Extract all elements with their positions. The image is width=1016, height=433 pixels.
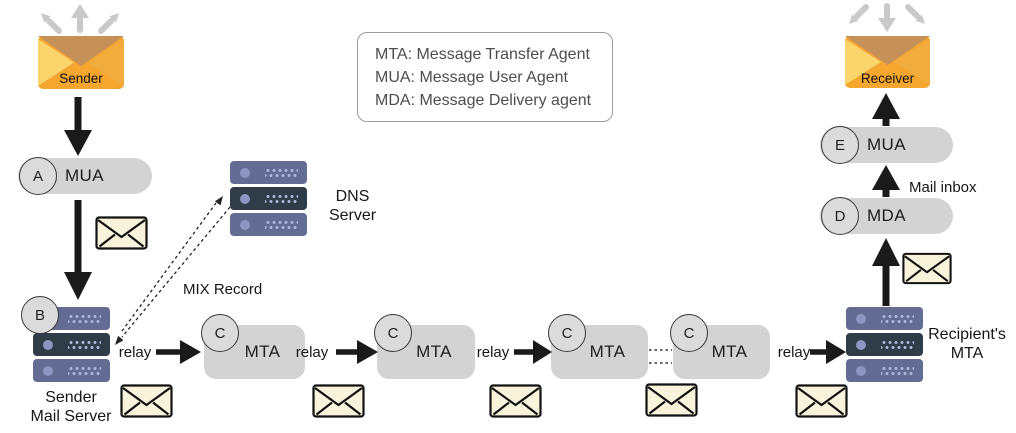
legend-box: MTA: Message Transfer Agent MUA: Message… [357,32,613,122]
mail-envelope-icon [489,384,542,423]
server-unit [846,359,923,382]
server-dots [265,219,298,230]
receiver-envelope-icon: Receiver [845,36,930,88]
server-unit [230,161,307,184]
sender-mail-server-label-line1: Sender [45,389,97,406]
receiver-broadcast-arrows [849,3,925,32]
mta-2-label: MTA [416,342,452,361]
dns-server-label: DNS Server [315,187,390,225]
dns-label-line2: Server [328,207,377,224]
server-dots [68,365,101,376]
arrow-relay-1 [156,340,201,364]
sender-broadcast-arrows [41,4,119,34]
server-led [240,219,250,230]
mda-label: MDA [867,206,906,225]
relay-label-2: relay [295,344,329,361]
arrow-relay-3 [514,340,552,364]
dns-server-icon [230,161,307,236]
server-led [240,193,250,204]
server-dots [68,339,101,350]
server-led [240,167,250,178]
badge-c-3-letter: C [561,324,573,342]
badge-c-2-letter: C [387,324,399,342]
mail-envelope-icon [95,216,148,255]
arrow-relay-2 [336,340,378,364]
badge-c-1: C [201,314,239,352]
mail-envelope-icon [902,252,952,290]
badge-d-letter: D [834,207,846,225]
arrow-mua-to-mailserver [64,200,92,300]
recipient-mta-label: Recipient's MTA [923,325,1011,363]
badge-c-2: C [374,314,412,352]
badge-a: A [19,157,57,195]
server-dots [881,365,914,376]
server-unit [846,333,923,356]
server-unit [230,213,307,236]
badge-a-letter: A [32,167,43,185]
mail-envelope-icon [645,383,698,422]
mta-1-label: MTA [244,342,281,361]
mta-pill-1: MTA [204,325,305,379]
arrow-recipientmta-to-mda [872,238,900,306]
server-unit [846,307,923,330]
badge-c-1-letter: C [214,324,226,342]
server-dots [265,193,298,204]
sender-mail-server-label-line2: Mail Server [30,408,112,425]
server-led [856,339,866,350]
sender-label: Sender [59,71,103,86]
server-dots [265,167,298,178]
relay-label-4: relay [777,344,811,361]
sender-mail-server-label: Sender Mail Server [10,388,132,426]
badge-c-3: C [548,314,586,352]
badge-c-4-letter: C [683,324,695,342]
mail-envelope-icon [120,384,173,423]
legend-line-mua: MUA: Message User Agent [375,69,568,86]
server-dots [68,313,101,324]
recipient-mta-label-line2: MTA [950,345,984,362]
mta-3-label: MTA [589,342,626,361]
arrow-mua-to-receiver [872,93,900,126]
legend-line-mda: MDA: Message Delivery agent [375,92,592,109]
recipient-mta-server-icon [846,307,923,382]
arrow-sender-to-mua [64,97,92,156]
badge-b: B [21,296,59,334]
flow-arrows [64,93,900,364]
mta-chain-continuation-dots [649,349,672,364]
sender-envelope-icon: Sender [38,36,124,89]
mail-envelope-icon [795,384,848,423]
badge-e-letter: E [834,136,845,154]
badge-d: D [821,197,859,235]
mta-4-label: MTA [711,342,748,361]
receiver-label: Receiver [860,71,915,86]
server-unit [230,187,307,210]
relay-label-3: relay [476,344,510,361]
arrow-mda-to-mua [872,165,900,197]
server-led [856,365,866,376]
server-led [856,313,866,324]
server-unit [33,333,110,356]
badge-c-4: C [670,314,708,352]
sender-mua-label: MUA [65,166,104,185]
relay-label-1: relay [118,344,152,361]
server-dots [881,339,914,350]
legend-line-mta: MTA: Message Transfer Agent [375,46,590,63]
mail-envelope-icon [312,384,365,423]
mail-inbox-label: Mail inbox [909,179,977,196]
server-dots [881,313,914,324]
sender-mail-server-icon [33,307,110,382]
receiver-mua-label: MUA [867,135,906,154]
recipient-mta-label-line1: Recipient's [928,326,1006,343]
badge-e: E [821,126,859,164]
badge-b-letter: B [34,306,45,324]
server-led [43,339,53,350]
server-led [43,365,53,376]
mix-record-label: MIX Record [183,281,263,298]
server-unit [33,359,110,382]
dns-label-line1: DNS [335,188,370,205]
